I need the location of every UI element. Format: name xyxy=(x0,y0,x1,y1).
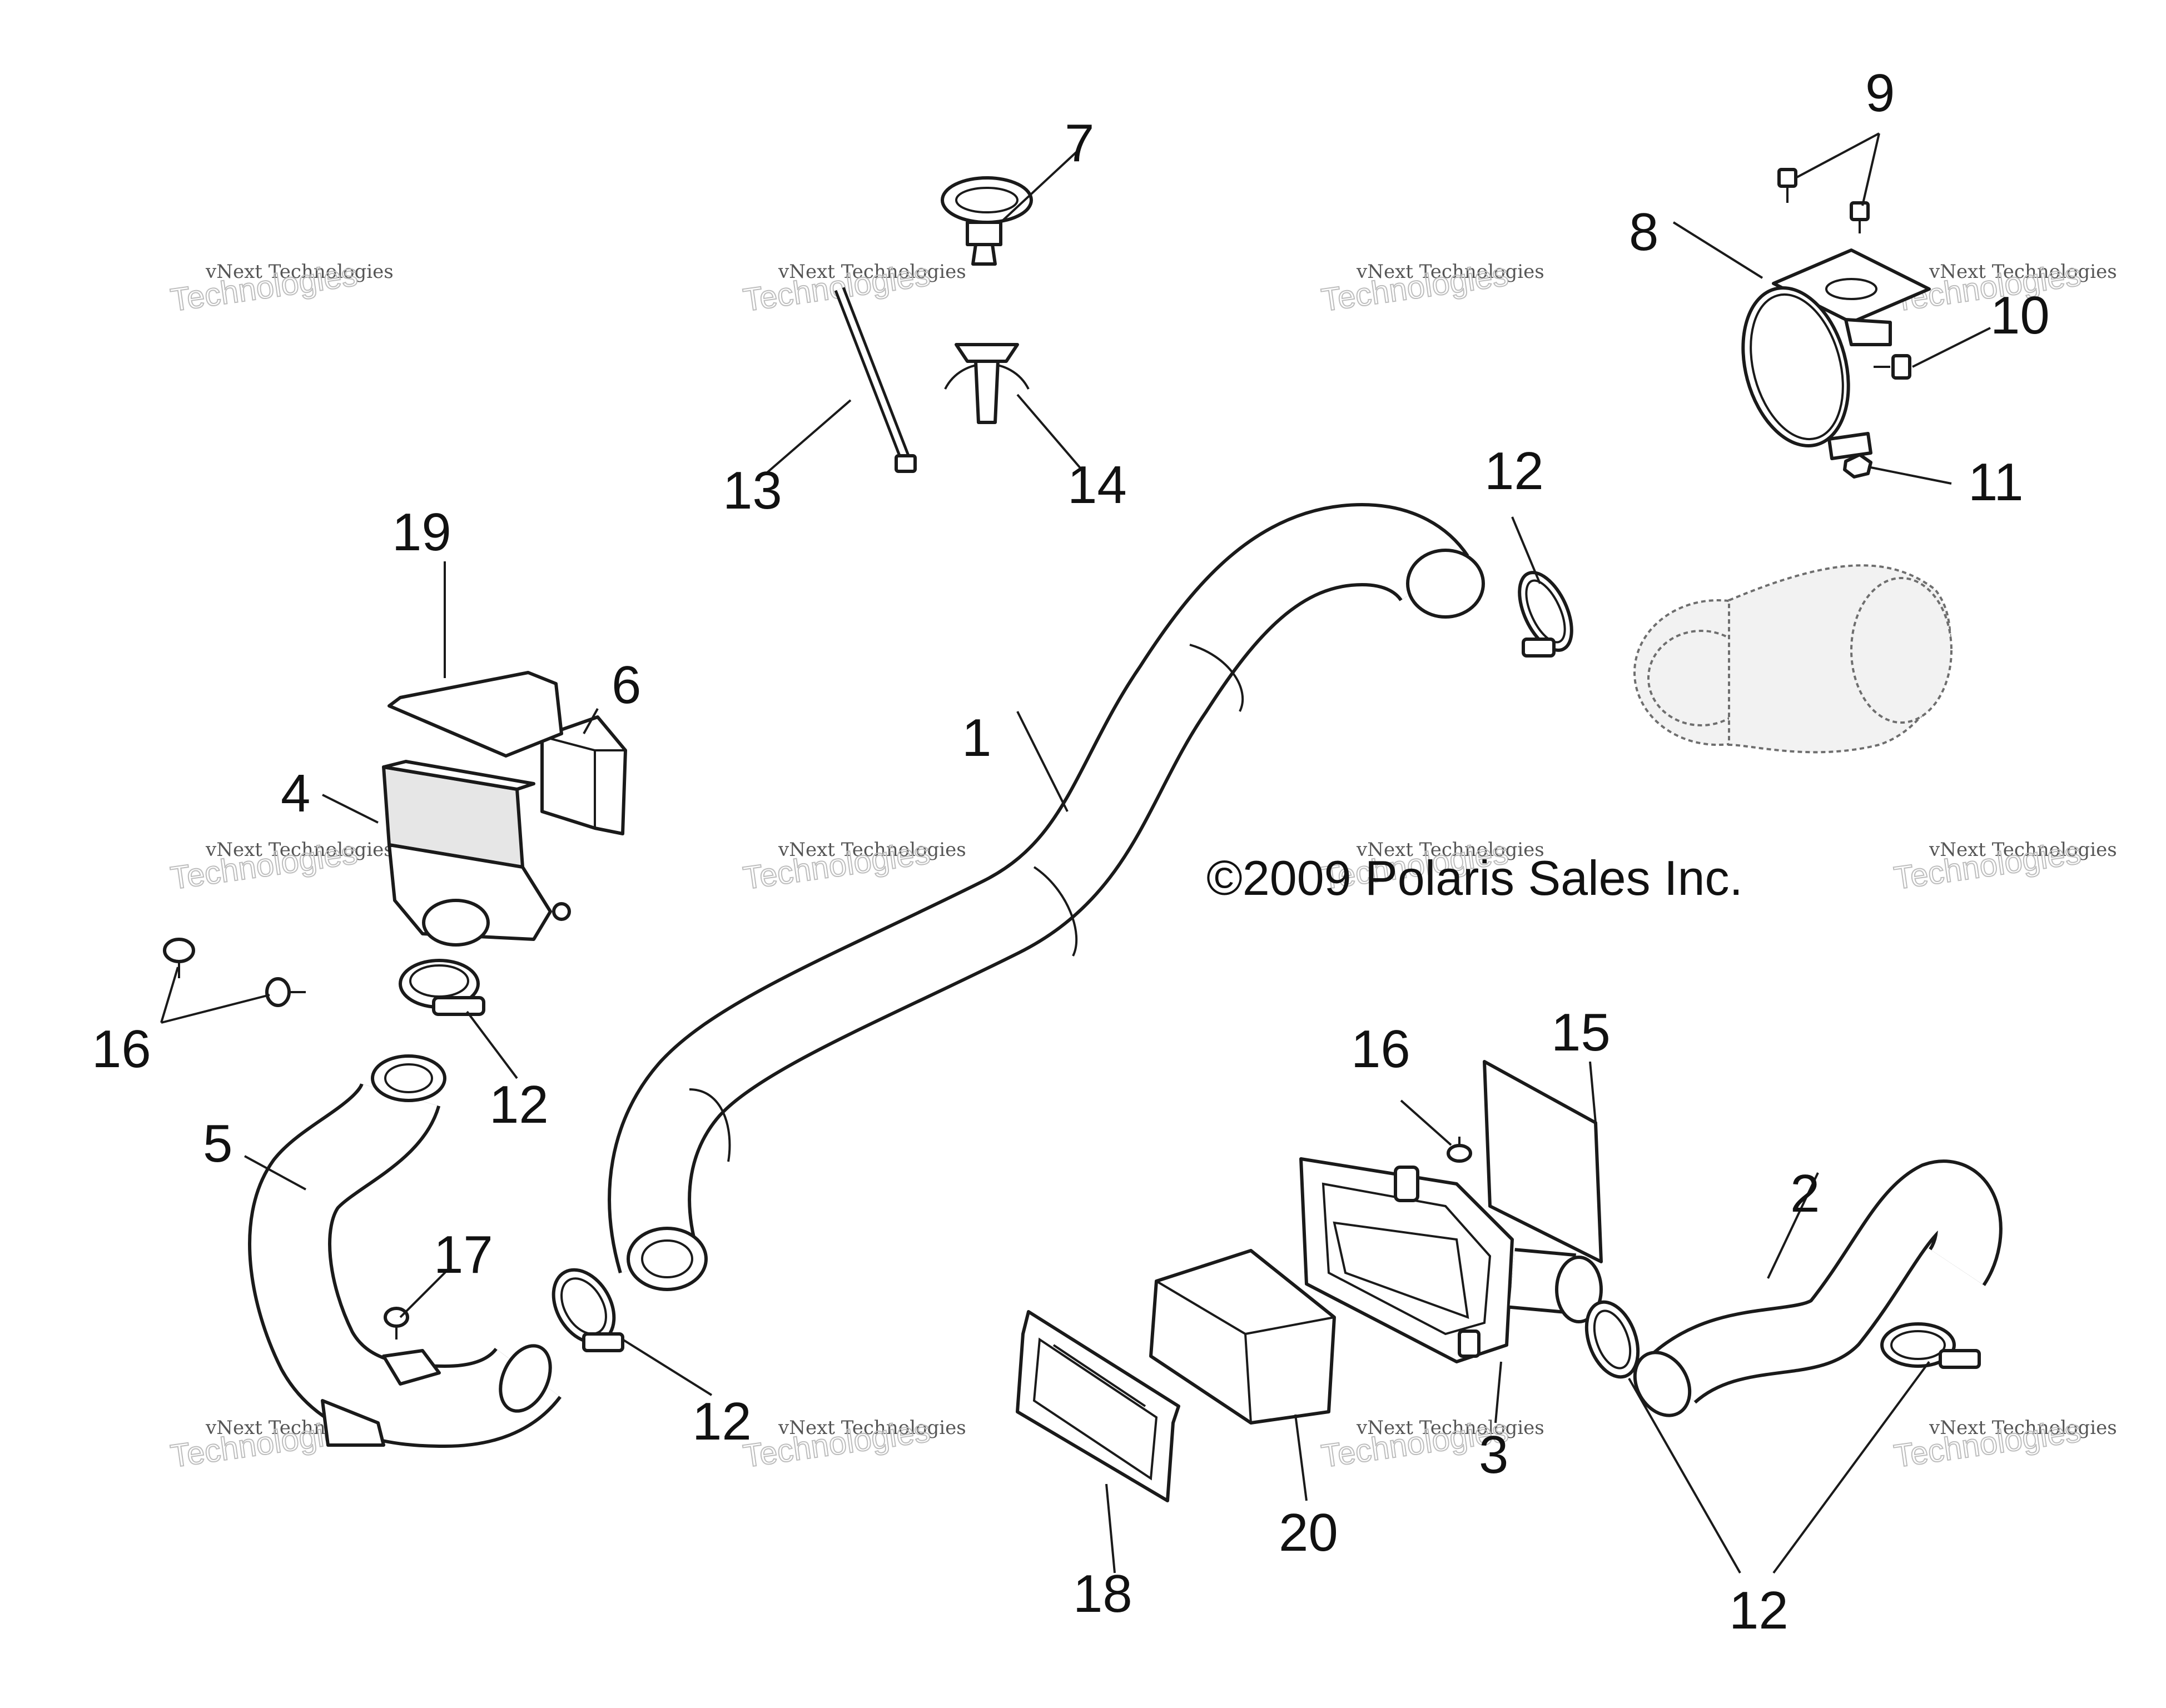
callout-17: 17 xyxy=(434,1225,493,1284)
part-6-foam-block xyxy=(540,715,627,835)
callout-11: 11 xyxy=(1968,452,2024,512)
reference-air-filter xyxy=(1633,564,1953,754)
watermark-text: vNext Technologies xyxy=(778,261,966,283)
part-13-cable-tie xyxy=(834,287,917,473)
part-3-airbox xyxy=(1299,1157,1603,1363)
part-19-gasket xyxy=(388,671,563,758)
part-7-p-clamp xyxy=(941,176,1033,266)
copyright-notice: ©2009 Polaris Sales Inc. xyxy=(1206,850,1743,905)
part-17-screw xyxy=(384,1307,409,1339)
callout-16-left: 16 xyxy=(92,1019,151,1079)
part-12-clamp-mid xyxy=(552,1268,624,1352)
watermark-text: vNext Technologies xyxy=(1929,261,2117,283)
callout-9: 9 xyxy=(1865,63,1895,123)
callout-12-top: 12 xyxy=(1484,441,1544,501)
callout-8: 8 xyxy=(1629,202,1658,262)
watermark-text: vNext Technologies xyxy=(778,1417,966,1439)
part-16-rivet-left-2 xyxy=(265,977,306,1007)
callout-12-mid: 12 xyxy=(692,1392,752,1451)
part-10-bolt xyxy=(1874,354,1911,380)
callout-14: 14 xyxy=(1067,455,1127,515)
part-1-intake-duct xyxy=(608,502,1485,1291)
watermark-text: vNext Technologies xyxy=(778,839,966,861)
callout-15: 15 xyxy=(1551,1003,1611,1062)
part-4-airbox-cover xyxy=(382,760,571,947)
part-12-clamp-right-2 xyxy=(1880,1322,1981,1369)
part-11-nut xyxy=(1843,453,1872,479)
part-2-outlet-duct xyxy=(1633,1159,2003,1417)
watermark-text: vNext Technologies xyxy=(205,839,394,861)
callout-6: 6 xyxy=(612,655,641,715)
callout-12-left: 12 xyxy=(489,1075,549,1134)
part-16-rivet-airbox xyxy=(1447,1137,1472,1163)
callout-19: 19 xyxy=(392,502,451,562)
callout-12-right: 12 xyxy=(1729,1581,1789,1640)
watermark-text: vNext Technologies xyxy=(1356,1417,1544,1439)
part-12-clamp-right-1 xyxy=(1584,1300,1640,1379)
watermark-text: vNext Technologies xyxy=(205,261,394,283)
callouts: 1 2 3 4 5 6 7 8 9 10 11 12 12 12 12 13 1… xyxy=(92,63,2050,1640)
part-5-lower-tube xyxy=(248,1054,562,1448)
watermark-text: vNext Technologies xyxy=(1929,839,2117,861)
watermark-text: vNext Technologies xyxy=(1356,261,1544,283)
watermark-text: vNext Technologies xyxy=(1356,839,1544,861)
part-20-filter-element xyxy=(1149,1249,1336,1425)
part-15-filter-sheet xyxy=(1483,1060,1603,1263)
part-9-screws xyxy=(1777,168,1870,233)
callout-4: 4 xyxy=(281,764,310,823)
callout-20: 20 xyxy=(1279,1503,1338,1562)
callout-2: 2 xyxy=(1790,1164,1820,1223)
part-8-bracket xyxy=(1741,248,1931,460)
part-12-clamp-top xyxy=(1518,571,1573,658)
callout-1: 1 xyxy=(962,708,991,768)
callout-5: 5 xyxy=(203,1114,232,1173)
part-18-filter-frame xyxy=(1016,1310,1180,1502)
leader-lines xyxy=(160,132,1991,1574)
callout-3: 3 xyxy=(1479,1425,1508,1485)
callout-7: 7 xyxy=(1065,113,1094,173)
part-12-clamp-left xyxy=(399,959,485,1016)
watermark-text: vNext Technologies xyxy=(1929,1417,2117,1439)
callout-13: 13 xyxy=(723,461,782,520)
part-16-rivet-left-1 xyxy=(163,938,195,978)
callout-18: 18 xyxy=(1073,1564,1132,1624)
part-14-push-clip xyxy=(944,343,1030,424)
callout-10: 10 xyxy=(1990,286,2050,345)
callout-16-airbox: 16 xyxy=(1351,1019,1410,1079)
